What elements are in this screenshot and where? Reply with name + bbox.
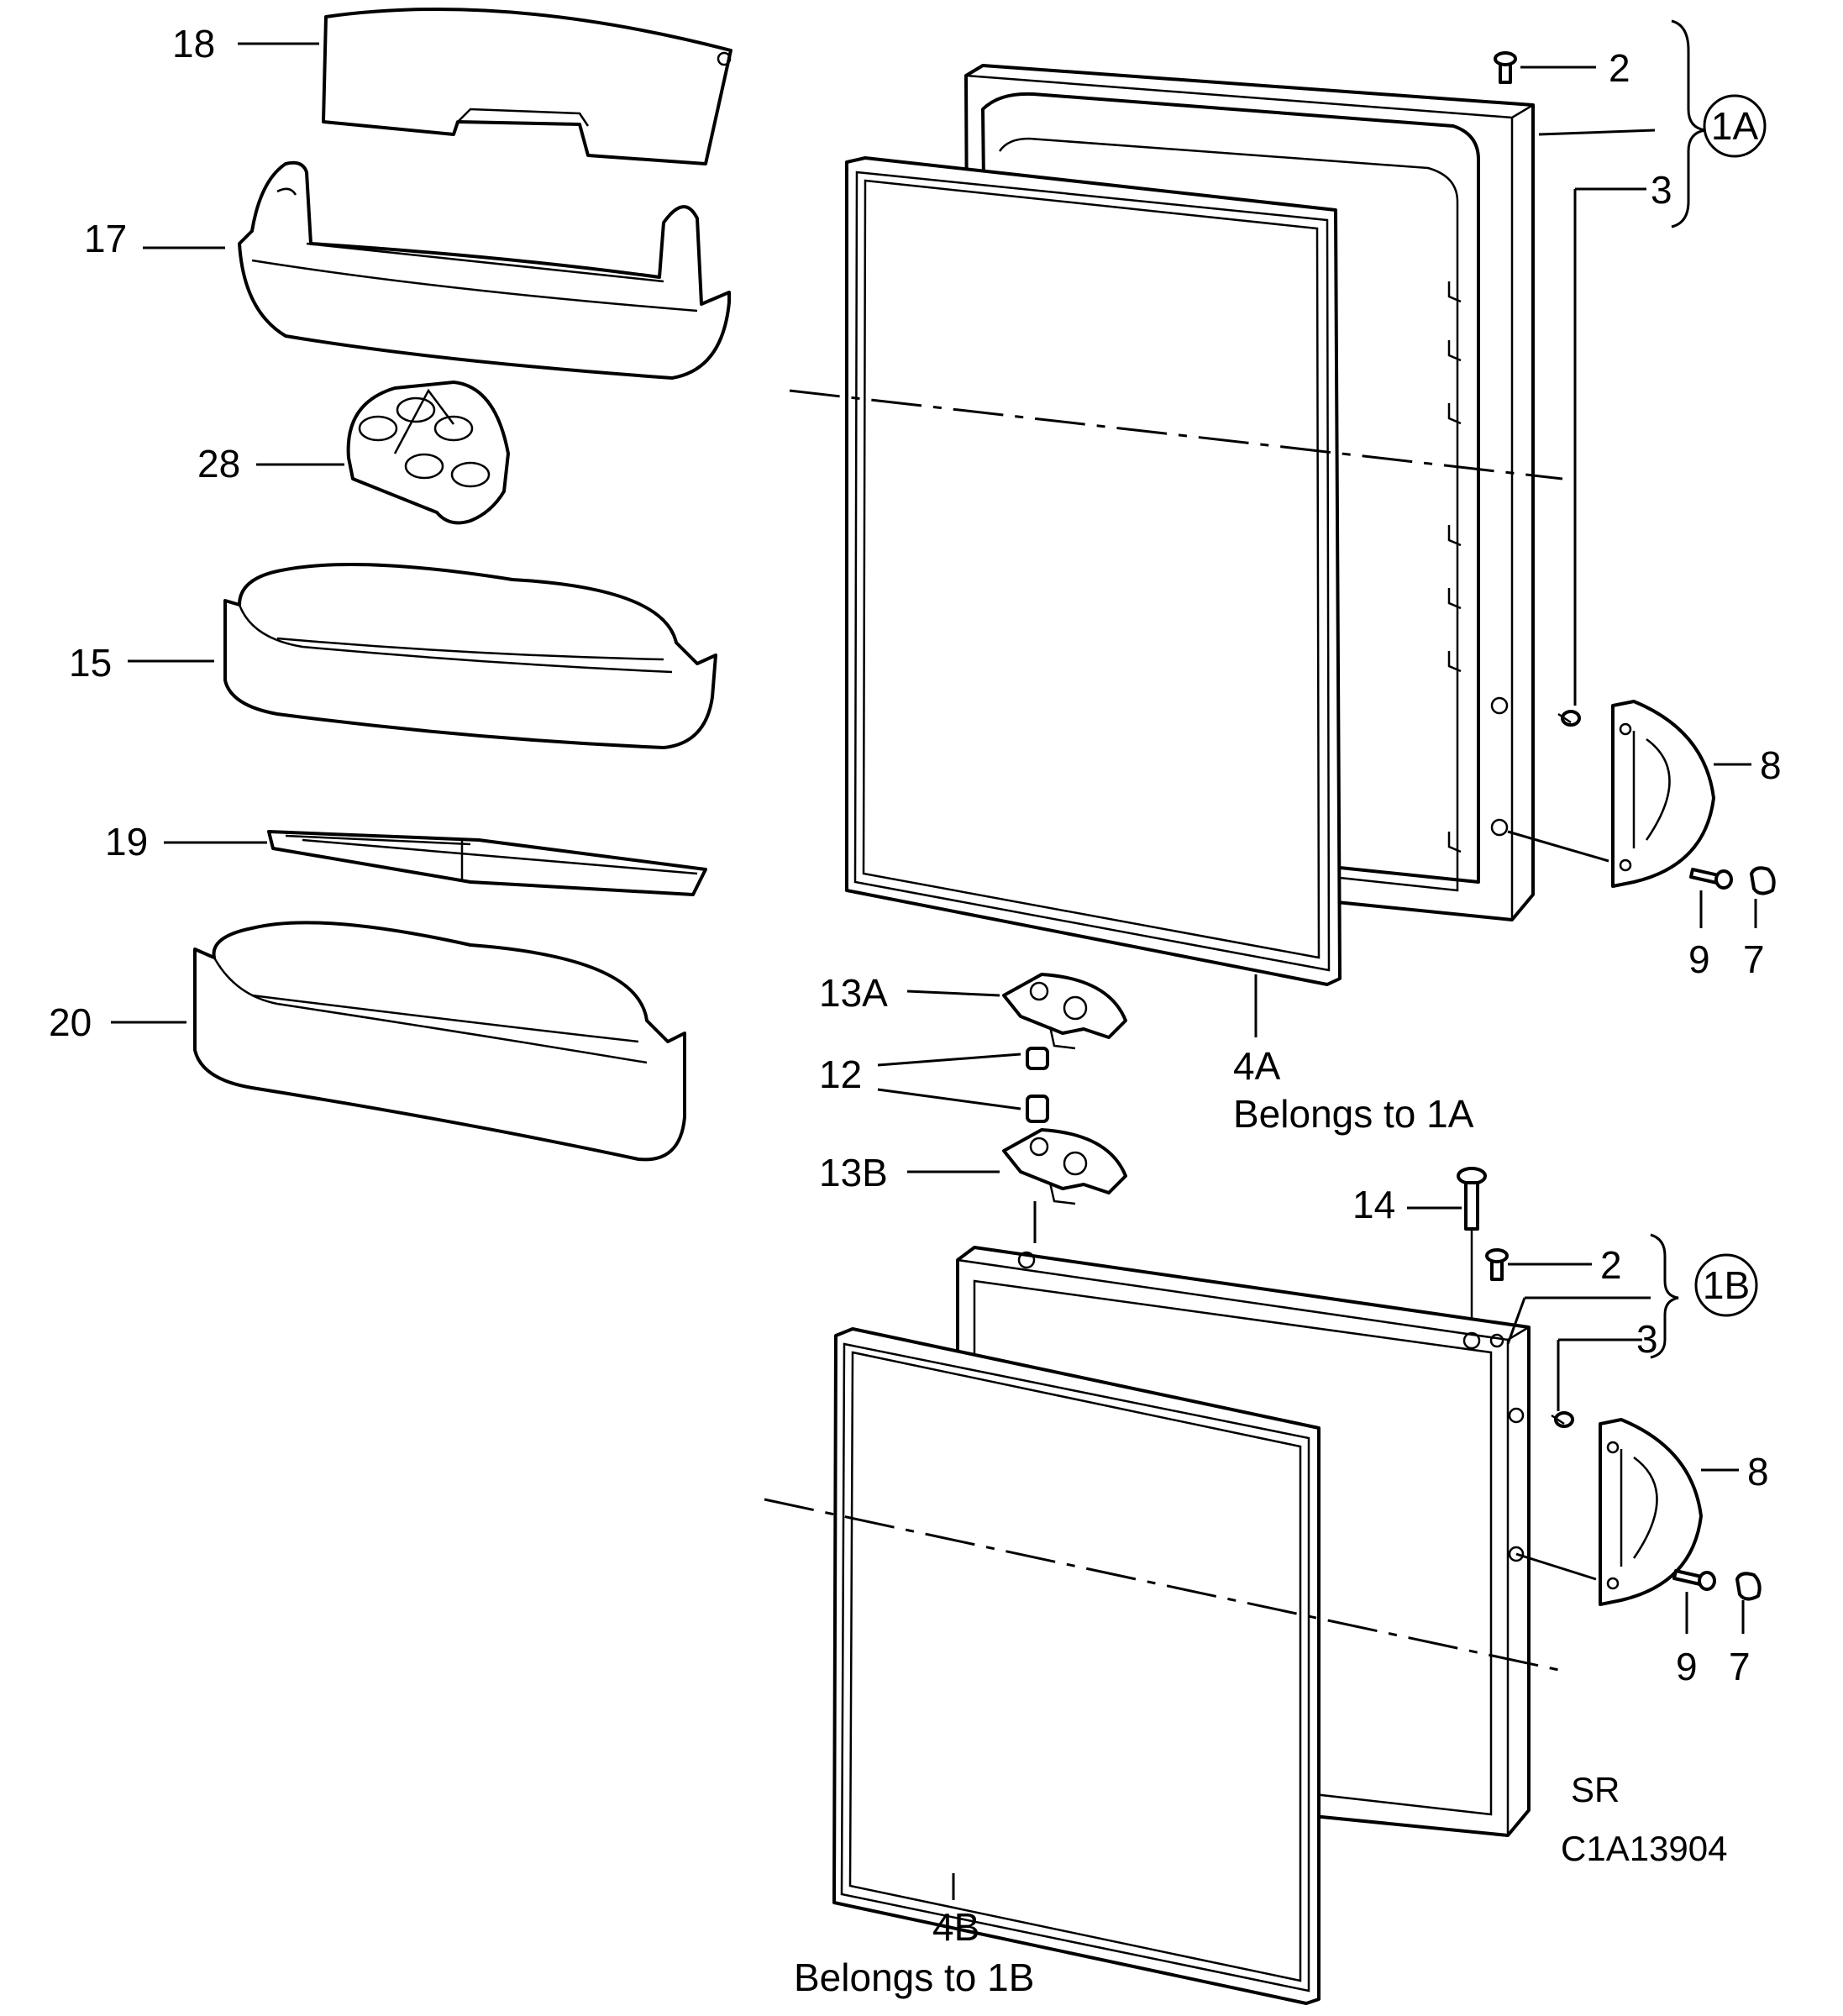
label-18: 18 (172, 22, 215, 66)
screw-2-upper (1494, 51, 1517, 84)
bushing-12-lower (1026, 1095, 1049, 1123)
handle-8-upper (1611, 700, 1715, 888)
cut-line-lower (764, 1498, 1567, 1673)
gasket-4a (845, 156, 1342, 986)
label-4a-note: Belongs to 1A (1233, 1092, 1474, 1136)
label-7-upper: 7 (1743, 937, 1765, 981)
hinge-13b (1002, 1128, 1127, 1205)
label-12: 12 (819, 1053, 862, 1096)
screw-9-lower (1672, 1569, 1716, 1591)
screw-3-upper (1557, 710, 1581, 727)
part-19-divider (267, 830, 707, 896)
label-20: 20 (49, 1000, 92, 1044)
label-8-lower: 8 (1747, 1450, 1769, 1494)
code-id: C1A13904 (1561, 1829, 1728, 1868)
screw-9-upper (1689, 868, 1733, 890)
part-15-shelf (223, 563, 717, 749)
part-17-shelf (238, 160, 731, 380)
label-9-upper: 9 (1688, 937, 1710, 981)
label-1b: 1B (1703, 1263, 1750, 1307)
label-14: 14 (1352, 1183, 1395, 1226)
circle-1b (1694, 1253, 1758, 1317)
label-2-upper: 2 (1609, 46, 1630, 90)
label-7-lower: 7 (1729, 1645, 1751, 1688)
label-19: 19 (105, 820, 148, 864)
handle-8-lower (1599, 1418, 1703, 1606)
bushing-12-upper (1026, 1047, 1049, 1070)
label-13b: 13B (819, 1151, 888, 1194)
label-17: 17 (84, 217, 127, 260)
part-28-egg-tray (346, 381, 510, 525)
label-28: 28 (197, 442, 240, 486)
gasket-4b (832, 1327, 1321, 2005)
cut-line-upper (789, 389, 1563, 480)
label-9-lower: 9 (1676, 1645, 1698, 1688)
code-sr: SR (1571, 1770, 1620, 1809)
hinge-13a (1002, 973, 1127, 1050)
screw-2-lower (1485, 1248, 1509, 1281)
screw-3-lower (1551, 1411, 1574, 1428)
cap-7-lower (1735, 1572, 1762, 1601)
label-2-lower: 2 (1600, 1243, 1622, 1287)
label-4b-note: Belongs to 1B (794, 1956, 1034, 1999)
cap-7-upper (1750, 866, 1776, 895)
brace-1a (1671, 19, 1706, 228)
label-8-upper: 8 (1760, 743, 1782, 787)
label-1a: 1A (1711, 104, 1759, 148)
label-4b: 4B (932, 1905, 979, 1949)
part-18-lid (322, 8, 732, 165)
brace-1b (1650, 1233, 1679, 1359)
label-4a: 4A (1233, 1044, 1281, 1088)
label-3-upper: 3 (1651, 168, 1672, 212)
part-20-shelf (193, 921, 686, 1162)
label-15: 15 (69, 641, 112, 685)
pin-14 (1457, 1167, 1487, 1336)
label-3-lower: 3 (1636, 1317, 1658, 1361)
label-13a: 13A (819, 971, 888, 1015)
circle-1a (1703, 94, 1767, 158)
leader-lines (111, 42, 1757, 1900)
